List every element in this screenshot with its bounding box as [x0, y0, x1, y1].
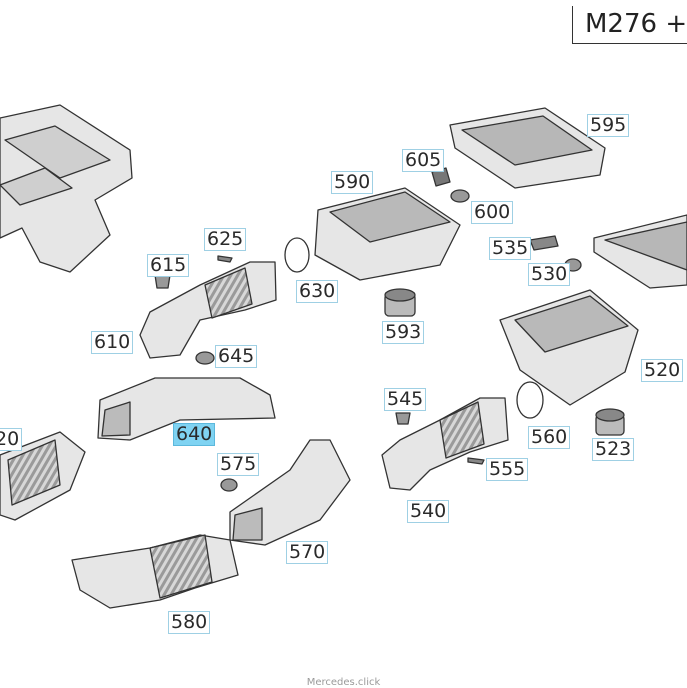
grommet-part-600[interactable]	[450, 189, 470, 203]
grommet-part-645[interactable]	[195, 351, 215, 365]
part-label-590[interactable]: 590	[331, 171, 374, 194]
screw-part-555[interactable]	[467, 457, 485, 465]
part-label-530[interactable]: 530	[528, 263, 571, 286]
part-label-575[interactable]: 575	[217, 453, 260, 476]
seal-ring-part-560[interactable]	[516, 381, 544, 419]
part-label-580[interactable]: 580	[168, 611, 211, 634]
part-label-625[interactable]: 625	[204, 228, 247, 251]
grommet-part-575[interactable]	[220, 478, 238, 492]
screw-part-625[interactable]	[217, 255, 233, 263]
sensor-part-535[interactable]	[529, 235, 559, 251]
part-label-20[interactable]: 20	[0, 428, 23, 451]
part-label-523[interactable]: 523	[592, 438, 635, 461]
part-label-593[interactable]: 593	[382, 321, 425, 344]
part-label-610[interactable]: 610	[91, 331, 134, 354]
clip-part-545[interactable]	[395, 412, 411, 425]
part-label-560[interactable]: 560	[528, 426, 571, 449]
part-label-630[interactable]: 630	[296, 280, 339, 303]
air-filter-housing-part-590[interactable]	[314, 187, 461, 281]
air-filter-part-right[interactable]	[593, 214, 687, 289]
part-label-600[interactable]: 600	[471, 201, 514, 224]
part-label-605[interactable]: 605	[402, 149, 445, 172]
air-filter-part-595[interactable]	[449, 107, 606, 189]
intake-tube-part-610[interactable]	[139, 261, 277, 359]
intake-tube-part-540[interactable]	[381, 397, 509, 491]
engine-code-title: M276 +	[572, 6, 687, 44]
part-label-640[interactable]: 640	[173, 423, 216, 446]
watermark-text: Mercedes.click	[306, 677, 381, 688]
part-label-540[interactable]: 540	[407, 500, 450, 523]
part-label-595[interactable]: 595	[587, 114, 630, 137]
part-label-615[interactable]: 615	[147, 254, 190, 277]
part-label-645[interactable]: 645	[215, 345, 258, 368]
mount-part-523[interactable]	[595, 408, 625, 436]
air-duct-part-580[interactable]	[71, 534, 239, 609]
engine-cover-part[interactable]	[0, 104, 133, 273]
intake-hose-part-20[interactable]	[0, 431, 86, 521]
part-label-570[interactable]: 570	[286, 541, 329, 564]
air-duct-part-570[interactable]	[229, 439, 351, 546]
air-filter-housing-part-520[interactable]	[499, 289, 639, 406]
part-label-520[interactable]: 520	[641, 359, 684, 382]
part-label-555[interactable]: 555	[486, 458, 529, 481]
seal-ring-part-630[interactable]	[284, 237, 310, 273]
air-duct-part-640[interactable]	[97, 377, 276, 441]
mount-part-593[interactable]	[384, 288, 416, 317]
part-label-535[interactable]: 535	[489, 237, 532, 260]
part-label-545[interactable]: 545	[384, 388, 427, 411]
